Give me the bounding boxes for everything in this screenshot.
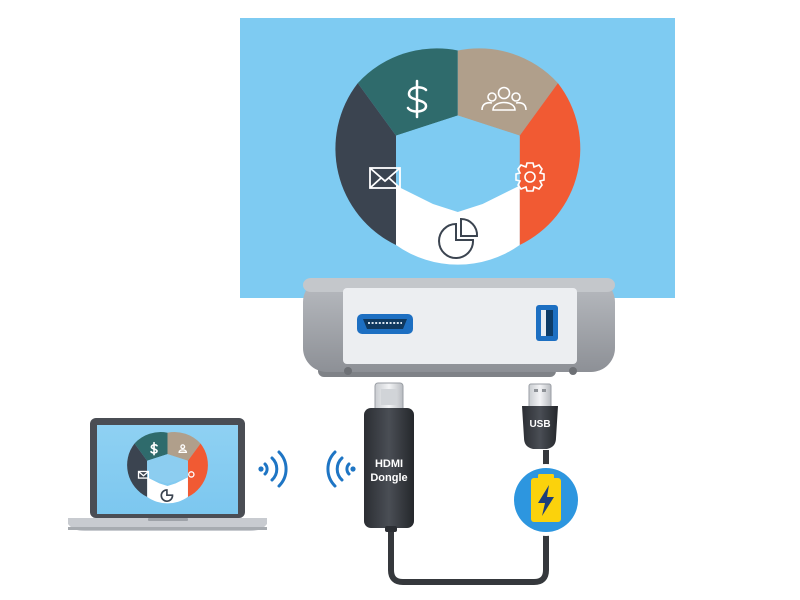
segment-teal — [357, 48, 458, 136]
segment-taupe — [457, 48, 558, 136]
wifi-signal-icon-right — [258, 450, 288, 488]
dongle-label-line1: HDMI — [375, 458, 403, 470]
usb-plug: USB — [522, 383, 558, 449]
dongle-body — [364, 408, 414, 528]
users-icon — [481, 86, 527, 111]
hdmi-port — [357, 314, 413, 334]
segment-white — [396, 185, 520, 265]
wifi-signal-icon-left — [326, 450, 356, 488]
pie-chart-icon — [438, 217, 479, 259]
dongle-usb-cable — [388, 450, 549, 585]
usb-plug-metal — [528, 383, 552, 409]
gear-icon — [515, 162, 545, 192]
segment-slate — [335, 83, 396, 245]
dollar-icon — [406, 79, 428, 119]
envelope-icon — [369, 167, 401, 189]
usb-label: USB — [529, 419, 550, 430]
segment-orange — [519, 83, 581, 245]
hdmi-dongle: HDMI Dongle — [364, 382, 414, 532]
inner-pentagon — [396, 115, 520, 205]
projector — [303, 278, 615, 377]
usb-port — [536, 305, 558, 341]
projector-port-panel — [343, 288, 577, 364]
usb-plug-body — [522, 406, 558, 449]
pentagon-infographic — [335, 48, 581, 265]
laptop-mini-infographic — [127, 431, 208, 504]
dongle-label-line2: Dongle — [370, 472, 407, 484]
laptop — [68, 418, 267, 531]
battery-icon — [510, 464, 582, 536]
